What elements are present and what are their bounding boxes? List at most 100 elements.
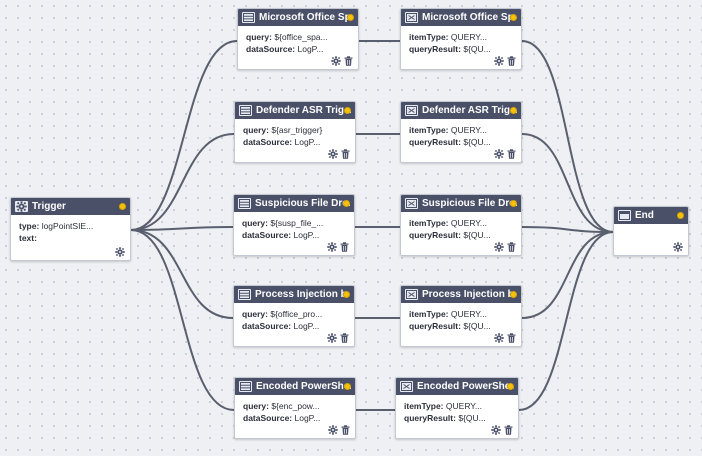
settings-gear-icon[interactable] bbox=[494, 149, 504, 159]
delete-trash-icon[interactable] bbox=[507, 56, 516, 66]
settings-gear-icon[interactable] bbox=[331, 56, 341, 66]
property-value: LogP... bbox=[297, 44, 324, 54]
settings-gear-icon[interactable] bbox=[673, 242, 683, 252]
status-indicator bbox=[507, 383, 514, 390]
settings-gear-icon[interactable] bbox=[494, 242, 504, 252]
result-node[interactable]: Defender ASR Trig... itemType: QUERY...qu… bbox=[400, 101, 522, 163]
query-node[interactable]: Process Injection b... query: ${office_pr… bbox=[233, 285, 355, 347]
node-actions bbox=[494, 56, 516, 66]
query-node[interactable]: Microsoft Office Sp...query: ${office_sp… bbox=[237, 8, 359, 70]
settings-gear-icon[interactable] bbox=[327, 333, 337, 343]
property-value: QUERY... bbox=[445, 401, 482, 411]
settings-gear-icon[interactable] bbox=[494, 56, 504, 66]
result-node[interactable]: Process Injection b...itemType: QUERY...… bbox=[400, 285, 522, 347]
node-property: query: ${office_spa... bbox=[246, 31, 350, 43]
node-property: text: bbox=[19, 232, 122, 244]
property-value: QUERY... bbox=[450, 218, 487, 228]
delete-trash-icon[interactable] bbox=[340, 333, 349, 343]
node-header[interactable]: Suspicious File Dro... bbox=[234, 195, 354, 212]
property-key: itemType: bbox=[409, 218, 449, 228]
node-header[interactable]: Suspicious File Dro... bbox=[401, 195, 521, 212]
node-property: query: ${susp_file_... bbox=[242, 217, 346, 229]
result-node[interactable]: Suspicious File Dro...itemType: QUERY...… bbox=[400, 194, 522, 256]
node-actions bbox=[494, 333, 516, 343]
result-node[interactable]: Microsoft Office Sp...itemType: QUERY...… bbox=[400, 8, 522, 70]
settings-gear-icon[interactable] bbox=[328, 149, 338, 159]
node-body: query: ${enc_pow...dataSource: LogP... bbox=[235, 395, 355, 429]
settings-gear-icon[interactable] bbox=[115, 247, 125, 257]
database-icon bbox=[242, 12, 255, 23]
node-property: type: logPointSIE... bbox=[19, 220, 122, 232]
node-header[interactable]: End bbox=[614, 207, 688, 224]
node-header[interactable]: Process Injection b... bbox=[234, 286, 354, 303]
node-property: itemType: QUERY... bbox=[409, 217, 513, 229]
delete-trash-icon[interactable] bbox=[340, 242, 349, 252]
edge-result-to-end bbox=[518, 231, 614, 411]
node-body: type: logPointSIE...text: bbox=[11, 215, 130, 249]
node-body: itemType: QUERY...queryResult: ${QU... bbox=[396, 395, 518, 429]
node-header[interactable]: Microsoft Office Sp... bbox=[401, 9, 521, 26]
node-actions bbox=[494, 242, 516, 252]
node-header[interactable]: Trigger bbox=[11, 198, 130, 215]
node-header[interactable]: Process Injection b... bbox=[401, 286, 521, 303]
query-node[interactable]: Suspicious File Dro... query: ${susp_file… bbox=[233, 194, 355, 256]
property-key: itemType: bbox=[409, 125, 449, 135]
node-title: Process Injection b... bbox=[255, 289, 350, 300]
node-property: dataSource: LogP... bbox=[243, 136, 347, 148]
node-body: query: ${office_spa...dataSource: LogP..… bbox=[238, 26, 358, 60]
database-icon bbox=[239, 381, 252, 392]
node-header[interactable]: Microsoft Office Sp... bbox=[238, 9, 358, 26]
status-indicator bbox=[510, 14, 517, 21]
result-node[interactable]: Encoded PowerShe...itemType: QUERY...que… bbox=[395, 377, 519, 439]
node-property: itemType: QUERY... bbox=[409, 308, 513, 320]
settings-gear-icon[interactable] bbox=[328, 425, 338, 435]
node-property: itemType: QUERY... bbox=[409, 124, 513, 136]
delete-trash-icon[interactable] bbox=[504, 425, 513, 435]
edge-trigger-to-query bbox=[130, 226, 234, 231]
node-header[interactable]: Defender ASR Trig... bbox=[235, 102, 355, 119]
node-property: queryResult: ${QU... bbox=[404, 412, 510, 424]
property-value: ${QU... bbox=[463, 137, 491, 147]
settings-gear-icon[interactable] bbox=[327, 242, 337, 252]
settings-gear-icon[interactable] bbox=[491, 425, 501, 435]
property-value: QUERY... bbox=[450, 125, 487, 135]
property-key: queryResult: bbox=[404, 413, 456, 423]
node-actions bbox=[491, 425, 513, 435]
node-property: queryResult: ${QU... bbox=[409, 229, 513, 241]
edge-trigger-to-query bbox=[130, 229, 234, 319]
edge-trigger-to-query bbox=[130, 40, 238, 231]
node-property: query: ${enc_pow... bbox=[243, 400, 347, 412]
property-key: query: bbox=[242, 309, 268, 319]
node-title: Encoded PowerShe... bbox=[417, 381, 514, 392]
edge-result-to-end bbox=[521, 133, 614, 233]
status-indicator bbox=[510, 291, 517, 298]
delete-trash-icon[interactable] bbox=[507, 333, 516, 343]
node-title: Encoded PowerShe... bbox=[256, 381, 351, 392]
database-icon bbox=[238, 198, 251, 209]
shuffle-icon bbox=[405, 12, 418, 23]
settings-gear-icon[interactable] bbox=[494, 333, 504, 343]
node-header[interactable]: Encoded PowerShe... bbox=[396, 378, 518, 395]
node-body: itemType: QUERY...queryResult: ${QU... bbox=[401, 212, 521, 246]
delete-trash-icon[interactable] bbox=[507, 242, 516, 252]
property-value: ${asr_trigger} bbox=[271, 125, 323, 135]
query-node[interactable]: Defender ASR Trig...query: ${asr_trigger… bbox=[234, 101, 356, 163]
property-key: query: bbox=[242, 218, 268, 228]
node-body: query: ${office_pro...dataSource: LogP..… bbox=[234, 303, 354, 337]
status-indicator bbox=[677, 212, 684, 219]
property-value: ${QU... bbox=[463, 44, 491, 54]
query-node[interactable]: Encoded PowerShe... query: ${enc_pow...da… bbox=[234, 377, 356, 439]
node-body: itemType: QUERY...queryResult: ${QU... bbox=[401, 303, 521, 337]
node-property: queryResult: ${QU... bbox=[409, 136, 513, 148]
end-node[interactable]: End bbox=[613, 206, 689, 256]
status-indicator bbox=[510, 200, 517, 207]
node-header[interactable]: Defender ASR Trig... bbox=[401, 102, 521, 119]
delete-trash-icon[interactable] bbox=[507, 149, 516, 159]
property-value: LogP... bbox=[294, 413, 321, 423]
delete-trash-icon[interactable] bbox=[341, 149, 350, 159]
status-indicator bbox=[347, 14, 354, 21]
node-header[interactable]: Encoded PowerShe... bbox=[235, 378, 355, 395]
delete-trash-icon[interactable] bbox=[344, 56, 353, 66]
delete-trash-icon[interactable] bbox=[341, 425, 350, 435]
